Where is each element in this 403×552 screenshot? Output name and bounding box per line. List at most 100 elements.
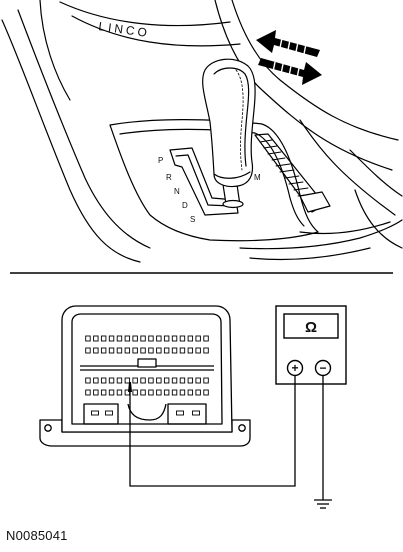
connector-pin xyxy=(163,335,170,342)
ohmmeter xyxy=(275,305,347,385)
figure-id-label: N0085041 xyxy=(6,528,68,543)
connector-pin xyxy=(85,389,91,396)
connector-pin xyxy=(203,347,209,354)
connector-pin xyxy=(195,389,201,396)
connector-pin xyxy=(100,347,107,354)
connector-pin xyxy=(132,377,138,384)
connector-pin xyxy=(116,377,123,384)
connector-pin xyxy=(163,389,170,396)
connector-pins xyxy=(85,335,209,416)
gate-mark-m: M xyxy=(254,173,261,182)
connector-pin xyxy=(179,389,186,396)
connector-pin xyxy=(124,377,131,384)
connector-pin xyxy=(203,335,209,342)
connector-pin xyxy=(148,389,154,396)
gear-indicator-letters: P R N D S xyxy=(158,156,195,224)
connector-pin xyxy=(140,377,146,384)
connector-pin xyxy=(93,335,99,342)
mount-hole-left xyxy=(44,424,52,432)
connector-pin xyxy=(140,347,146,354)
connector-pin xyxy=(195,335,201,342)
connector-flange xyxy=(39,419,251,447)
connector-pin xyxy=(116,389,123,396)
shift-knob xyxy=(202,58,256,188)
negative-symbol: − xyxy=(319,361,326,375)
connector-pin xyxy=(108,377,115,384)
connector-pin xyxy=(163,377,170,384)
connector-pin xyxy=(100,389,107,396)
connector-pin xyxy=(171,377,178,384)
connector-pin xyxy=(132,335,138,342)
connector-pin xyxy=(85,347,91,354)
connector-pin xyxy=(148,335,154,342)
connector-pin xyxy=(192,410,200,416)
connector-pin xyxy=(156,389,162,396)
gear-letter-d: D xyxy=(182,201,188,210)
gear-letter-n: N xyxy=(174,187,180,196)
connector-pin xyxy=(195,347,201,354)
connector-pin xyxy=(93,377,99,384)
lock-tab-right xyxy=(167,403,207,425)
console-top-plate xyxy=(59,1,231,27)
connector-pin xyxy=(116,347,123,354)
connector-pin xyxy=(179,347,186,354)
probe-tip xyxy=(128,382,132,392)
connector-pin xyxy=(116,335,123,342)
connector-pin xyxy=(148,377,154,384)
gear-letter-p: P xyxy=(158,156,163,165)
connector-pin xyxy=(156,377,162,384)
console-illustration xyxy=(1,0,403,263)
ground-icon xyxy=(314,499,332,509)
lock-tab-left xyxy=(83,403,119,425)
module-connector xyxy=(39,305,251,447)
connector-pin xyxy=(163,347,170,354)
connector-pin xyxy=(171,389,178,396)
connector-pin xyxy=(132,347,138,354)
positive-symbol: + xyxy=(291,361,298,375)
connector-pin xyxy=(124,335,131,342)
connector-pin xyxy=(85,335,91,342)
connector-pin xyxy=(179,335,186,342)
connector-pin xyxy=(179,377,186,384)
ohmmeter-body xyxy=(275,305,347,385)
connector-pin xyxy=(203,389,209,396)
shift-slider xyxy=(299,191,331,213)
connector-pin xyxy=(187,377,194,384)
probe-terminal-negative xyxy=(314,359,332,377)
shift-gate-slot xyxy=(169,147,239,216)
console-right-wall xyxy=(214,0,393,171)
ohm-symbol: Ω xyxy=(305,319,317,336)
connector-pin xyxy=(187,389,194,396)
connector-pin xyxy=(93,389,99,396)
connector-pin xyxy=(156,335,162,342)
connector-face xyxy=(71,313,223,425)
connector-pin xyxy=(140,335,146,342)
gear-letter-r: R xyxy=(166,173,172,182)
probe-terminal-positive xyxy=(286,359,304,377)
connector-pin xyxy=(187,347,194,354)
connector-pin xyxy=(85,377,91,384)
connector-pin xyxy=(132,389,138,396)
double-arrow-icon xyxy=(256,30,322,85)
mount-hole-right xyxy=(238,424,246,432)
connector-pin xyxy=(140,389,146,396)
connector-pin xyxy=(148,347,154,354)
connector-pin xyxy=(108,389,115,396)
console-left-panel-edge xyxy=(39,0,71,101)
connector-pin xyxy=(195,377,201,384)
console-left-trim-inner xyxy=(17,9,151,249)
ohmmeter-display xyxy=(283,313,339,339)
test-leads xyxy=(129,376,324,500)
positive-test-lead xyxy=(129,376,296,487)
connector-pin xyxy=(100,377,107,384)
connector-pin xyxy=(93,347,99,354)
connector-pin xyxy=(124,347,131,354)
connector-pin xyxy=(156,347,162,354)
console-left-trim xyxy=(1,19,141,263)
connector-pin xyxy=(108,347,115,354)
connector-pin xyxy=(203,377,209,384)
connector-pin xyxy=(176,410,184,416)
connector-pin xyxy=(100,335,107,342)
connector-pin xyxy=(108,335,115,342)
